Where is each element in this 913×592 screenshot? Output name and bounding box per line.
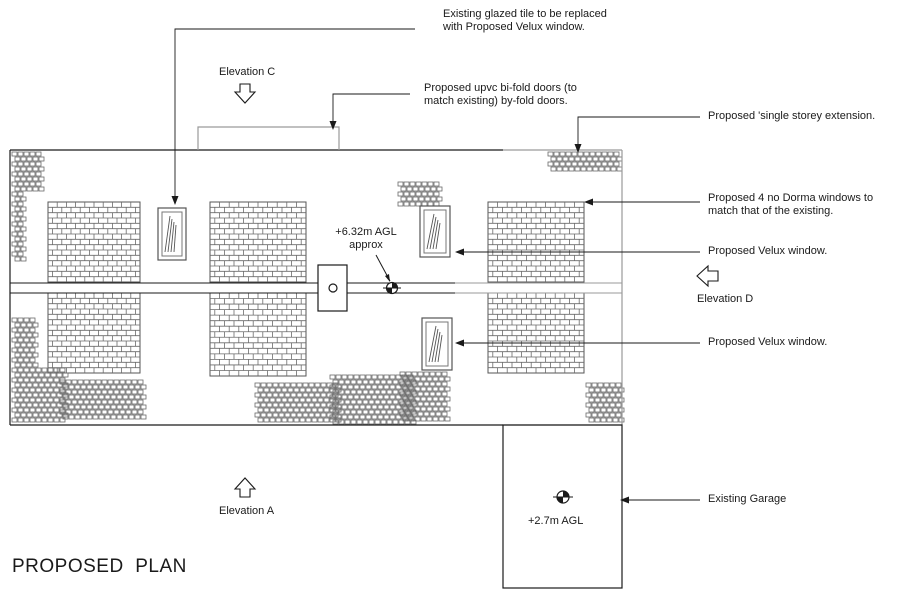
leader-arrowheads <box>171 121 629 504</box>
elevation-d-label: Elevation D <box>697 293 754 305</box>
ridge-level-line2: approx <box>349 239 383 251</box>
plan-title: PROPOSED PLAN <box>12 556 187 577</box>
glazed-tile-note-line1: Existing glazed tile to be replaced <box>443 8 607 20</box>
glazed-tile-note-line2: with Proposed Velux window. <box>443 21 585 33</box>
velux-upper-note: Proposed Velux window. <box>708 245 828 257</box>
tile-panel-right-lower <box>487 292 585 374</box>
chimney <box>317 264 348 312</box>
tile-cluster-top-right <box>547 151 623 172</box>
existing-garage <box>502 424 623 589</box>
velux-window-left <box>157 207 187 261</box>
tile-cluster-top-left <box>11 151 45 192</box>
dorma-windows-note: Proposed 4 no Dorma windows to match tha… <box>708 192 873 218</box>
dorma-note-line2: match that of the existing. <box>708 205 834 217</box>
ridge-line <box>10 282 622 294</box>
tile-cluster-bottom-left <box>11 367 69 423</box>
tile-panel-right-upper <box>487 201 585 283</box>
roof-tiles <box>11 151 625 425</box>
dorma-note-line1: Proposed 4 no Dorma windows to <box>708 192 874 204</box>
tile-panel-left-lower <box>47 292 141 374</box>
elevation-c-label: Elevation C <box>219 66 276 78</box>
garage-note: Existing Garage <box>708 493 787 505</box>
ridge-level-line1: +6.32m AGL <box>335 226 397 238</box>
velux-window-lower-right <box>421 317 453 371</box>
ridge-level-label: +6.32m AGL approx <box>331 226 401 252</box>
tile-cluster-bottom-far-right <box>585 382 625 423</box>
tile-panel-centre-upper <box>209 201 307 283</box>
bifold-note-line1: Proposed upvc bi-fold doors (to <box>424 82 577 94</box>
elevation-a-arrow-icon <box>233 477 257 498</box>
bifold-door-bay <box>197 126 340 150</box>
velux-windows <box>157 205 453 371</box>
bifold-doors-note: Proposed upvc bi-fold doors (to match ex… <box>424 82 577 108</box>
glazed-tile-note: Existing glazed tile to be replaced with… <box>443 8 607 34</box>
tile-cluster-bottom-left-2 <box>59 379 147 420</box>
tile-panel-left-upper <box>47 201 141 283</box>
ridge-level-marker <box>375 254 401 295</box>
velux-window-upper-right <box>419 205 451 258</box>
elevation-d-arrow-icon <box>696 264 719 288</box>
garage-level-label: +2.7m AGL <box>528 515 584 527</box>
elevation-a-label: Elevation A <box>219 505 275 517</box>
velux-lower-note: Proposed Velux window. <box>708 336 828 348</box>
roof-outline <box>9 149 503 426</box>
tile-cluster-left-upper <box>11 191 27 262</box>
bifold-note-line2: match existing) by-fold doors. <box>424 95 568 107</box>
tile-panel-centre-lower <box>209 292 307 377</box>
tile-cluster-left-lower <box>11 317 39 368</box>
tile-cluster-bottom-right <box>399 371 451 422</box>
extension-note: Proposed 'single storey extension. <box>708 110 876 122</box>
leader-lines <box>174 28 700 501</box>
tile-cluster-bottom-centre <box>254 382 342 423</box>
tile-cluster-dormer-top <box>397 181 443 207</box>
elevation-c-arrow-icon <box>233 83 257 104</box>
